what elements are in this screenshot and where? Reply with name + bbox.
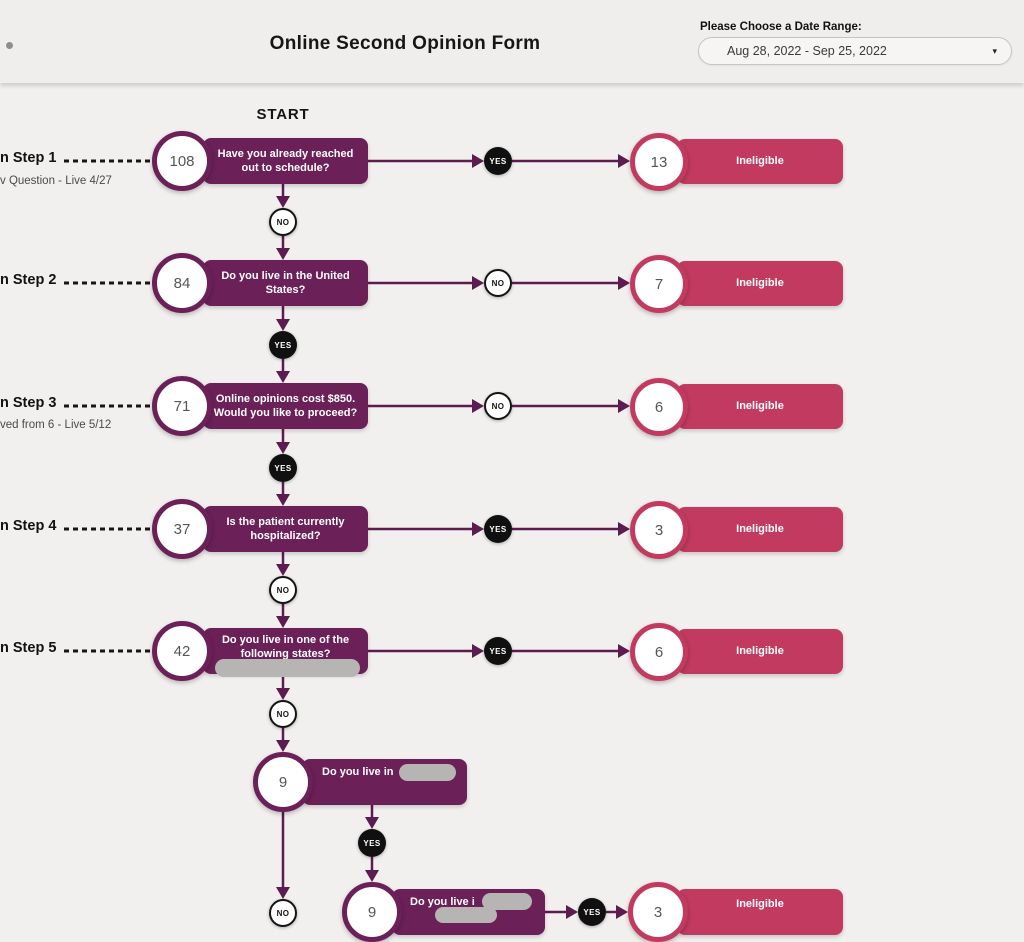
step4-result-count-node: 3 <box>630 501 688 559</box>
step-label-4: n Step 4 <box>0 518 57 534</box>
step2-result-count-node: 7 <box>630 255 688 313</box>
substep2-count: 9 <box>367 903 377 921</box>
date-range-value: Aug 28, 2022 - Sep 25, 2022 <box>727 44 887 58</box>
substep2-count-node: 9 <box>342 882 402 942</box>
substep2-result-label: Ineligible <box>736 898 784 910</box>
step2-question-node: Do you live in the United States? <box>203 260 368 306</box>
step5-result-count: 6 <box>654 643 664 661</box>
step4-count: 37 <box>173 520 191 538</box>
step2-result-label: Ineligible <box>736 277 784 290</box>
step4-count-node: 37 <box>152 499 212 559</box>
step2-branch-no: NO <box>484 269 512 297</box>
substep1-count: 9 <box>278 773 288 791</box>
step4-result-label: Ineligible <box>736 523 784 536</box>
start-label: START <box>256 106 310 123</box>
step4-branch-no: NO <box>269 576 297 604</box>
step3-branch-no: NO <box>484 392 512 420</box>
step3-question-text: Online opinions cost $850. Would you lik… <box>213 392 358 419</box>
step1-result-node: Ineligible <box>677 139 843 184</box>
step5-branch-yes: YES <box>484 637 512 665</box>
step1-branch-yes: YES <box>484 147 512 175</box>
substep2-question-text: Do you live i <box>410 896 475 908</box>
substep1-question-text: Do you live in <box>322 766 394 778</box>
step2-count: 84 <box>173 274 191 292</box>
substep1-count-node: 9 <box>253 752 313 812</box>
step2-question-text: Do you live in the United States? <box>221 269 350 296</box>
substep2-branch-yes: YES <box>578 898 606 926</box>
redaction-blob <box>398 764 456 781</box>
step-label-2: n Step 2 <box>0 272 57 288</box>
header: Online Second Opinion Form Please Choose… <box>0 0 1024 83</box>
step4-question-text: Is the patient currently hospitalized? <box>226 515 345 542</box>
step3-result-count-node: 6 <box>630 378 688 436</box>
step3-count-node: 71 <box>152 376 212 436</box>
step1-branch-no: NO <box>269 208 297 236</box>
chevron-down-icon: ▾ <box>992 45 997 56</box>
date-range-dropdown[interactable]: Aug 28, 2022 - Sep 25, 2022 ▾ <box>698 37 1012 65</box>
step-label-5: n Step 5 <box>0 640 57 656</box>
step5-branch-no: NO <box>269 700 297 728</box>
step4-result-count: 3 <box>654 521 664 539</box>
step2-branch-yes: YES <box>269 331 297 359</box>
step3-branch-yes: YES <box>269 454 297 482</box>
redaction-blob <box>482 893 532 910</box>
redaction-blob <box>215 659 360 677</box>
substep2-result-node: Ineligible <box>677 889 843 935</box>
step3-result-node: Ineligible <box>677 384 843 429</box>
step5-result-label: Ineligible <box>736 645 784 658</box>
step2-result-count: 7 <box>654 275 664 293</box>
step-label-1: n Step 1 <box>0 150 57 166</box>
substep1-branch-yes: YES <box>358 829 386 857</box>
step5-count-node: 42 <box>152 621 212 681</box>
step4-result-node: Ineligible <box>677 507 843 552</box>
date-range-label: Please Choose a Date Range: <box>700 21 862 33</box>
step1-count: 108 <box>169 152 195 170</box>
step1-result-count-node: 13 <box>630 133 688 191</box>
page-title: Online Second Opinion Form <box>269 33 541 54</box>
step3-count: 71 <box>173 397 191 415</box>
logo-fragment <box>6 42 13 49</box>
step4-question-node: Is the patient currently hospitalized? <box>203 506 368 552</box>
step4-branch-yes: YES <box>484 515 512 543</box>
step5-result-count-node: 6 <box>630 623 688 681</box>
step2-result-node: Ineligible <box>677 261 843 306</box>
step3-result-count: 6 <box>654 398 664 416</box>
substep2-result-count-node: 3 <box>628 882 688 942</box>
substep2-result-count: 3 <box>653 903 663 921</box>
step-label-3: n Step 3 <box>0 395 57 411</box>
step-sublabel-3: ved from 6 - Live 5/12 <box>0 419 112 431</box>
step1-result-count: 13 <box>650 153 668 171</box>
substep1-branch-no: NO <box>269 899 297 927</box>
step3-result-label: Ineligible <box>736 400 784 413</box>
substep1-question-node: Do you live in <box>302 759 467 805</box>
substep2-question-node: Do you live i <box>392 889 545 935</box>
flow-connectors <box>64 154 630 919</box>
step5-result-node: Ineligible <box>677 629 843 674</box>
step3-question-node: Online opinions cost $850. Would you lik… <box>203 383 368 429</box>
step1-question-node: Have you already reached out to schedule… <box>203 138 368 184</box>
step1-result-label: Ineligible <box>736 155 784 168</box>
redaction-blob <box>435 907 497 923</box>
step5-count: 42 <box>173 642 191 660</box>
step5-question-text: Do you live in one of the following stat… <box>221 634 350 661</box>
step1-count-node: 108 <box>152 131 212 191</box>
step1-question-text: Have you already reached out to schedule… <box>217 147 354 174</box>
step-sublabel-1: v Question - Live 4/27 <box>0 175 112 187</box>
step2-count-node: 84 <box>152 253 212 313</box>
